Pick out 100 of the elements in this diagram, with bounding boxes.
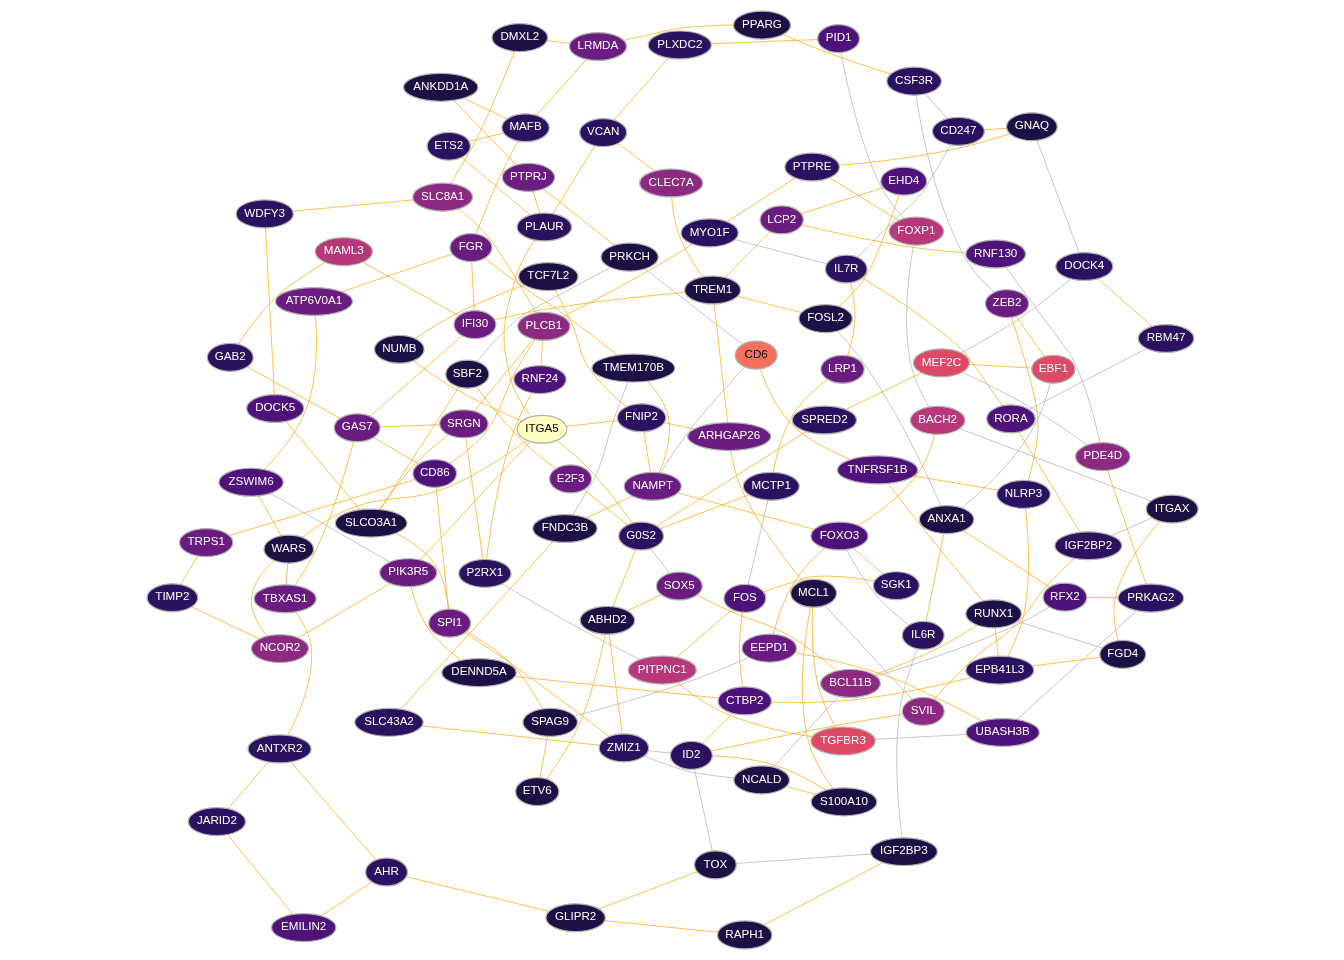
node-ellipse: RFX2 [1042,582,1087,612]
node-ellipse: DOCK5 [245,393,304,424]
node-ellipse: MAFB [500,113,550,143]
connector [643,755,734,779]
connector [711,755,826,791]
node-ellipse: GNAQ [1005,112,1058,142]
connector [713,303,728,423]
node-ellipse: DMXL2 [490,23,548,53]
connector [961,371,1088,446]
connector [747,500,768,585]
node-ellipse: ETS2 [426,131,471,161]
connector [800,187,884,214]
connector [875,606,1050,677]
connector [759,368,851,460]
connector [710,39,818,45]
node-ellipse: EMILIN2 [270,913,336,943]
connector [647,750,671,754]
connector [915,94,994,293]
node-ellipse: PID1 [816,24,860,54]
connector [269,493,390,563]
connector [250,560,274,637]
connector [659,366,745,474]
connector [545,633,605,780]
connector [532,190,540,214]
node-ellipse: ZMIZ1 [597,733,649,763]
connector [470,261,475,311]
connector [476,267,611,362]
connector [468,132,504,142]
connector [857,434,935,526]
connector [362,261,459,316]
connector [994,627,999,657]
node-ellipse: PITPNC1 [627,655,697,685]
connector [227,761,269,809]
node-ellipse: FOXO3 [809,521,869,551]
connector [493,292,685,321]
node-ellipse: CLEC7A [638,168,703,198]
connector [585,495,632,519]
node-ellipse: TIMP2 [145,583,198,613]
connector [983,128,1007,131]
connector [400,541,553,710]
connector [676,609,732,658]
connector [801,224,966,253]
connector [710,714,903,752]
connector [845,549,909,626]
connector [1016,620,1103,649]
connector [565,420,618,427]
connector [670,196,703,278]
node-ellipse: FOS [722,583,766,613]
connector [659,494,749,530]
node-ellipse: LRP1 [819,354,865,384]
connector [419,441,531,561]
node-ellipse: RORA [985,404,1036,434]
node-ellipse: IL7R [824,254,868,284]
connector [696,594,837,672]
connector [1004,266,1100,443]
node-ellipse: ID2 [669,740,713,770]
connector [905,244,929,408]
connector [763,862,883,926]
node-ellipse: TCF7L2 [517,262,579,292]
connector [649,548,670,574]
node-ellipse: FNIP2 [616,403,666,433]
connector [257,495,282,537]
connector [501,583,640,660]
connector [263,315,317,470]
node-ellipse: FGD4 [1098,639,1146,669]
node-ellipse: LRMDA [568,31,627,62]
connector [626,594,661,611]
connector [612,549,636,607]
connector [663,422,694,430]
node-ellipse: SPAG9 [521,707,578,737]
connector [379,434,449,510]
node-ellipse: FOXP1 [887,216,944,246]
connector [726,177,795,223]
connector [190,606,259,640]
node-ellipse: PRKCH [599,242,659,272]
connector [693,769,713,852]
node-ellipse: RAPH1 [716,920,773,950]
connector [772,695,839,768]
connector [293,441,354,586]
node-ellipse: SVIL [901,696,945,726]
node-ellipse: IGF2BP2 [1053,531,1122,561]
node-ellipse: TMEM170B [590,353,676,383]
connector [1106,470,1146,585]
connector [179,555,198,585]
connector [483,257,618,356]
connector [379,424,440,428]
connector [617,143,655,172]
connector [677,492,815,530]
connector [874,734,966,740]
connector [341,253,453,293]
connector [962,530,1050,588]
node-ellipse: IL6R [901,620,945,650]
connector [895,648,918,839]
connector [475,386,556,470]
connector [924,93,948,120]
connector [770,677,971,703]
connector [782,34,891,75]
connector [583,489,628,526]
connector [1006,508,1029,657]
node-ellipse: SLC43A2 [353,707,424,737]
